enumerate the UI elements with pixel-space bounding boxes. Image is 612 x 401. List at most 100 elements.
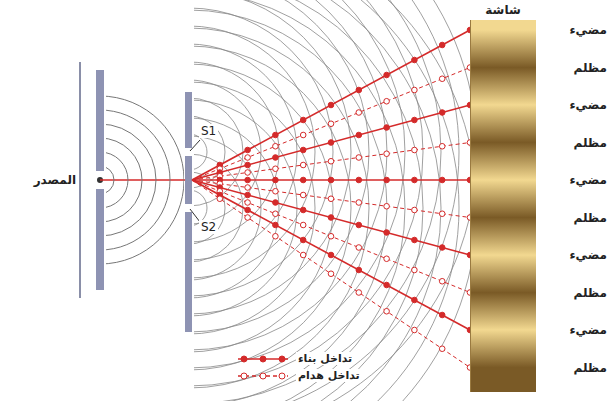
destructive-point [412,267,418,273]
slit-wavefront [194,80,261,224]
constructive-line [192,105,470,180]
destructive-point [273,143,279,149]
destructive-point [439,278,445,284]
destructive-point [300,192,306,198]
constructive-line [192,180,470,330]
legend-sample [236,370,290,382]
screen: شاشة [470,2,536,392]
constructive-point [328,140,334,146]
constructive-point [273,132,279,138]
slit-wavefront [194,0,405,401]
destructive-point [356,245,362,251]
constructive-point [300,207,306,213]
single-slit-barrier [96,70,104,171]
slit-wavefront [194,154,243,262]
destructive-point [245,155,251,161]
destructive-point [412,147,418,153]
destructive-point [328,196,334,202]
double-slit-barrier [185,156,192,204]
destructive-point [245,185,251,191]
bright-fringe-label: مضيء [569,323,607,337]
constructive-point [328,102,334,108]
source-wavefront [106,124,156,236]
destructive-line [192,180,470,293]
bright-fringe-label: مضيء [569,173,607,187]
constructive-point [439,110,445,116]
destructive-point [439,76,445,82]
slit-wavefront [194,0,459,401]
legend-point [260,373,266,379]
destructive-point [300,252,306,258]
constructive-point [245,192,251,198]
constructive-point [356,222,362,228]
constructive-point [356,267,362,273]
dark-fringe-label: مظلم [574,361,607,375]
destructive-point [439,211,445,217]
constructive-point [356,87,362,93]
source-wavefront [106,152,128,208]
legend-point [260,356,266,362]
constructive-point [356,132,362,138]
constructive-point [245,207,251,213]
source-plate [79,62,81,298]
slit-leader [190,140,200,151]
slit-wavefront [194,64,333,352]
legend-sample [236,353,290,365]
constructive-point [300,147,306,153]
constructive-point [300,117,306,123]
constructive-point [384,125,390,131]
slit-wavefront [194,0,470,401]
slit-wavefront [194,134,207,170]
constructive-point [384,177,390,183]
destructive-point [384,98,390,104]
legend-point [241,356,247,362]
constructive-point [328,252,334,258]
source-wavefront [106,110,170,250]
slit-wavefront [194,8,333,296]
destructive-point [384,151,390,157]
constructive-line [192,30,470,180]
slit-wavefront [194,98,243,206]
constructive-point [300,177,306,183]
source-wavefront [106,138,142,222]
bright-fringe-label: مضيء [569,98,607,112]
slit-label: S2 [199,220,218,234]
constructive-point [439,245,445,251]
dark-fringe-label: مظلم [574,61,607,75]
constructive-point [245,162,251,168]
legend-row: تداخل بناء [236,350,362,367]
slit-wavefront [194,0,405,368]
destructive-point [300,132,306,138]
slit-wavefront [194,0,470,401]
constructive-point [439,42,445,48]
destructive-point [300,162,306,168]
constructive-point [412,177,418,183]
destructive-point [384,308,390,314]
slit-wavefront [194,0,423,386]
bright-fringe-label: مضيء [569,248,607,262]
destructive-point [356,110,362,116]
destructive-point [356,200,362,206]
destructive-point [439,143,445,149]
single-slit-barrier [96,189,104,290]
destructive-point [356,290,362,296]
destructive-point [328,271,334,277]
slit-wavefront [194,0,459,401]
destructive-point [328,121,334,127]
constructive-point [356,177,362,183]
constructive-point [328,215,334,221]
screen-heading: شاشة [470,2,536,18]
dark-fringe-label: مظلم [574,136,607,150]
dark-fringe-label: مظلم [574,286,607,300]
destructive-point [300,222,306,228]
constructive-point [273,222,279,228]
destructive-line [192,180,470,368]
destructive-point [412,327,418,333]
source-wavefront [106,166,114,194]
constructive-point [384,230,390,236]
constructive-point [273,177,279,183]
constructive-point [328,177,334,183]
slit-label: S1 [199,124,218,138]
constructive-point [412,57,418,63]
constructive-point [245,147,251,153]
